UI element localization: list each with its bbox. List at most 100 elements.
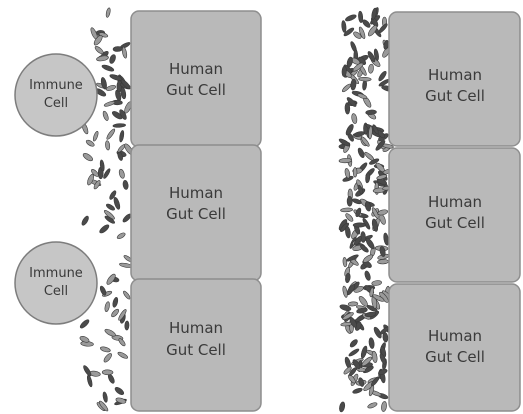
right-gut-cell-1: Human Gut Cell (389, 12, 520, 146)
right-bacterium (353, 131, 365, 138)
right-bacterium (371, 280, 382, 286)
right-gut-cell-2-label-line2: Gut Cell (425, 214, 485, 232)
left-bacterium (122, 290, 131, 300)
left-bacterium (110, 308, 120, 318)
left-bacterium (96, 55, 109, 62)
right-bacterium (352, 387, 363, 394)
left-bacterium (98, 223, 110, 234)
right-gut-cell-3-label-line1: Human (428, 327, 482, 345)
right-bacterium (368, 64, 374, 74)
right-bacterium (364, 270, 372, 281)
right-gut-cell-2: Human Gut Cell (389, 148, 520, 282)
right-bacterium (347, 196, 352, 206)
left-bacterium (102, 370, 113, 375)
right-bacterium (349, 338, 359, 348)
left-bacterium (105, 84, 116, 91)
left-bacterium (114, 386, 125, 396)
right-bacterium (377, 259, 388, 264)
left-gut-cell-3: Human Gut Cell (131, 279, 261, 411)
left-immune-cell-1-label-line2: Cell (44, 96, 68, 111)
left-bacterium (101, 64, 114, 73)
left-bacterium (82, 152, 94, 162)
left-gut-cell-1-body (131, 11, 261, 147)
left-panel: Human Gut Cell Human Gut Cell Human Gut … (15, 7, 261, 412)
left-immune-cell-2: Immune Cell (15, 242, 97, 324)
right-bacterium (340, 208, 352, 213)
right-bacterium (342, 66, 347, 77)
right-gut-cell-3: Human Gut Cell (389, 284, 520, 411)
right-bacterium (352, 198, 362, 205)
right-panel: Human Gut Cell Human Gut Cell Human Gut … (338, 7, 520, 413)
left-gut-cell-2: Human Gut Cell (131, 145, 261, 281)
left-bacterium (117, 351, 129, 360)
left-bacterium (103, 352, 113, 363)
right-bacterium (353, 167, 357, 177)
left-bacterium (125, 321, 130, 330)
right-bacterium (381, 401, 387, 412)
right-gut-cell-1-label-line2: Gut Cell (425, 87, 485, 105)
right-bacterium (351, 113, 358, 124)
right-bacterium (348, 301, 358, 306)
left-bacterium (105, 203, 115, 212)
right-bacterium (358, 377, 365, 387)
left-bacterium (104, 301, 110, 312)
right-bacterium (368, 337, 374, 349)
right-bacterium (378, 368, 388, 376)
right-bacterium (366, 110, 377, 115)
right-bacterium (343, 257, 348, 267)
left-bacterium (116, 232, 126, 240)
left-gut-cell-2-label-line1: Human (169, 184, 223, 202)
left-bacterium (86, 375, 93, 388)
left-gut-cell-1: Human Gut Cell (131, 11, 261, 147)
left-immune-cell-1-label-line1: Immune (29, 78, 83, 93)
right-bacterium (357, 147, 366, 158)
left-bacterium (102, 110, 109, 121)
right-bacterium (339, 401, 346, 412)
right-bacterium (361, 19, 371, 29)
left-bacterium (118, 169, 125, 179)
left-bacterium (112, 297, 119, 308)
right-bacterium (341, 83, 352, 93)
left-bacterium (113, 46, 123, 51)
left-gut-cell-2-label-line2: Gut Cell (166, 205, 226, 223)
right-bacterium (345, 14, 357, 23)
right-bacterium (345, 226, 351, 238)
left-gut-cell-1-label-line2: Gut Cell (166, 81, 226, 99)
right-bacterium (339, 158, 352, 163)
right-bacteria-layer (338, 7, 395, 413)
right-bacterium (350, 79, 356, 90)
left-bacterium (122, 180, 128, 190)
right-bacterium (371, 351, 378, 363)
left-bacterium (81, 215, 90, 226)
left-bacterium (79, 335, 90, 343)
left-bacterium (105, 140, 110, 150)
left-bacterium (92, 131, 99, 142)
left-bacterium (79, 318, 90, 329)
left-bacterium (82, 365, 92, 378)
right-bacterium (365, 173, 370, 184)
left-bacterium (94, 45, 105, 55)
right-bacterium (348, 348, 360, 357)
left-immune-cell-2-body (15, 242, 97, 324)
right-bacterium (344, 168, 351, 179)
left-gut-cell-3-label-line2: Gut Cell (166, 341, 226, 359)
right-gut-cell-2-label-line1: Human (428, 193, 482, 211)
left-immune-cell-1-body (15, 54, 97, 136)
right-bacterium (359, 77, 372, 81)
left-bacterium (100, 346, 111, 353)
right-bacterium (353, 223, 366, 228)
left-bacterium (105, 7, 111, 17)
left-bacterium (99, 285, 107, 296)
left-immune-cell-2-label-line2: Cell (44, 284, 68, 299)
left-bacterium (109, 73, 123, 81)
right-gut-cell-3-label-line2: Gut Cell (425, 348, 485, 366)
left-gut-cell-1-label-line1: Human (169, 60, 223, 78)
right-gut-cell-1-label-line1: Human (428, 66, 482, 84)
right-bacterium (342, 286, 348, 298)
right-bacterium (341, 20, 346, 32)
left-bacterium (113, 123, 126, 127)
left-bacterium (104, 100, 116, 107)
left-bacterium (104, 328, 117, 338)
right-bacterium (367, 402, 378, 410)
